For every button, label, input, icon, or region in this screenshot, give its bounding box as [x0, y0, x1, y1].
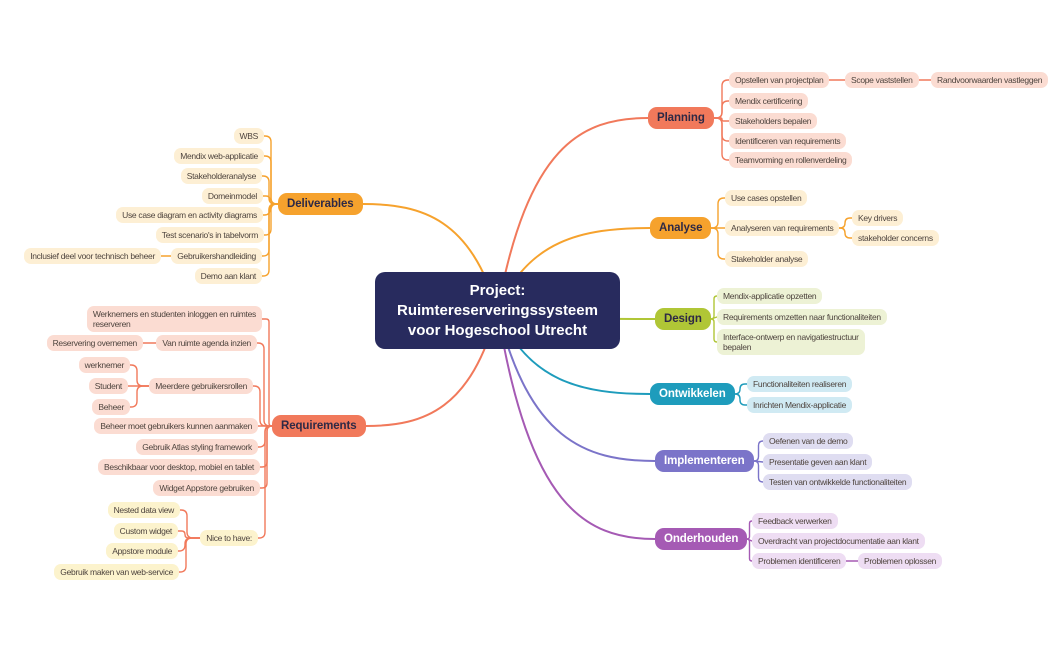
node-identificeren-van-requirements[interactable]: Identificeren van requirements	[729, 133, 847, 150]
node-problemen-identificeren[interactable]: Problemen identificeren	[752, 553, 847, 570]
connector	[713, 117, 730, 161]
node-functionaliteiten-realiseren[interactable]: Functionaliteiten realiseren	[747, 376, 853, 393]
node-analyseren-van-requirements[interactable]: Analyseren van requirements	[725, 220, 840, 237]
connector	[263, 155, 279, 205]
node-stakeholder-concerns[interactable]: stakeholder concerns	[852, 230, 939, 247]
node-nice-to-have[interactable]: Nice to have:	[200, 530, 258, 547]
connector	[734, 393, 748, 406]
node-scope-vaststellen[interactable]: Scope vaststellen	[845, 72, 919, 89]
node-opstellen-van-projectplan[interactable]: Opstellen van projectplan	[729, 72, 830, 89]
connector	[746, 538, 753, 562]
node-stakeholder-analyse[interactable]: Stakeholder analyse	[725, 251, 809, 268]
node-widget-appstore-gebruiken[interactable]: Widget Appstore gebruiken	[153, 480, 260, 497]
node-nested-data-view[interactable]: Nested data view	[107, 502, 180, 519]
branch-onderhouden[interactable]: Onderhouden	[655, 528, 748, 550]
node-meerdere-gebruikersrollen[interactable]: Meerdere gebruikersrollen	[149, 378, 253, 395]
node-beheer-gebruikers-aanmaken[interactable]: Beheer moet gebruikers kunnen aanmaken	[94, 418, 258, 435]
connector	[496, 309, 656, 462]
node-use-case-diagram[interactable]: Use case diagram en activity diagrams	[116, 207, 263, 224]
node-inclusief-technisch-beheer[interactable]: Inclusief deel voor technisch beheer	[24, 248, 161, 265]
connector	[753, 460, 764, 483]
connector	[177, 537, 201, 552]
node-problemen-oplossen[interactable]: Problemen oplossen	[858, 553, 943, 570]
node-use-cases-opstellen[interactable]: Use cases opstellen	[725, 190, 808, 207]
node-requirements-omzetten[interactable]: Requirements omzetten naar functionalite…	[717, 309, 887, 326]
connector	[261, 203, 279, 277]
branch-design[interactable]: Design	[655, 308, 711, 330]
node-mendix-applicatie-opzetten[interactable]: Mendix-applicatie opzetten	[717, 288, 823, 305]
connector	[710, 197, 726, 229]
node-appstore-module[interactable]: Appstore module	[106, 543, 178, 560]
node-inrichten-mendix-applicatie[interactable]: Inrichten Mendix-applicatie	[747, 397, 853, 414]
connector	[129, 385, 150, 408]
connector	[178, 537, 201, 573]
node-feedback-verwerken[interactable]: Feedback verwerken	[752, 513, 838, 530]
branch-implementeren[interactable]: Implementeren	[655, 450, 754, 472]
node-wbs[interactable]: WBS	[233, 128, 264, 145]
node-reservering-overnemen[interactable]: Reservering overnemen	[46, 335, 143, 352]
branch-ontwikkelen[interactable]: Ontwikkelen	[650, 383, 735, 405]
node-mendix-certificering[interactable]: Mendix certificering	[729, 93, 809, 110]
node-teamvorming-en-rollenverdeling[interactable]: Teamvorming en rollenverdeling	[729, 152, 853, 169]
branch-requirements[interactable]: Requirements	[272, 415, 366, 437]
node-test-scenarios[interactable]: Test scenario's in tabelvorm	[155, 227, 264, 244]
node-demo-aan-klant[interactable]: Demo aan klant	[194, 268, 262, 285]
connector	[838, 217, 853, 229]
node-presentatie-geven-aan-klant[interactable]: Presentatie geven aan klant	[763, 454, 873, 471]
node-domeinmodel[interactable]: Domeinmodel	[201, 188, 263, 205]
connector	[753, 440, 764, 462]
connector	[263, 203, 279, 236]
branch-deliverables[interactable]: Deliverables	[278, 193, 363, 215]
connector	[257, 425, 273, 539]
node-interface-ontwerp[interactable]: Interface-ontwerp en navigatiestructuur …	[717, 329, 865, 356]
node-werknemer[interactable]: werknemer	[78, 357, 130, 374]
central-topic[interactable]: Project: Ruimtereserveringssysteem voor …	[375, 272, 620, 350]
connector	[129, 364, 150, 387]
connector	[713, 117, 730, 122]
node-stakeholderanalyse[interactable]: Stakeholderanalyse	[180, 168, 262, 185]
connector	[838, 227, 853, 239]
node-gebruikershandleiding[interactable]: Gebruikershandleiding	[171, 248, 262, 265]
connector	[710, 318, 718, 343]
branch-planning[interactable]: Planning	[648, 107, 714, 129]
connector	[259, 425, 273, 489]
node-gebruik-web-service[interactable]: Gebruik maken van web-service	[54, 564, 179, 581]
connector	[179, 509, 201, 539]
node-atlas-styling-framework[interactable]: Gebruik Atlas styling framework	[136, 439, 258, 456]
node-custom-widget[interactable]: Custom widget	[113, 523, 178, 540]
node-van-ruimte-agenda-inzien[interactable]: Van ruimte agenda inzien	[156, 335, 257, 352]
node-key-drivers[interactable]: Key drivers	[852, 210, 904, 227]
connector	[496, 117, 649, 312]
connector	[710, 227, 726, 260]
connector	[177, 530, 201, 539]
node-inloggen-en-reserveren[interactable]: Werknemers en studenten inloggen en ruim…	[86, 306, 262, 333]
connector	[496, 309, 656, 540]
node-beheer[interactable]: Beheer	[92, 399, 130, 416]
node-mendix-web-applicatie[interactable]: Mendix web-applicatie	[174, 148, 264, 165]
branch-analyse[interactable]: Analyse	[650, 217, 712, 239]
node-testen-van-functionaliteiten[interactable]: Testen van ontwikkelde functionaliteiten	[763, 474, 913, 491]
connector	[256, 342, 273, 427]
node-overdracht-projectdocumentatie[interactable]: Overdracht van projectdocumentatie aan k…	[752, 533, 925, 550]
node-oefenen-van-de-demo[interactable]: Oefenen van de demo	[763, 433, 854, 450]
node-student[interactable]: Student	[88, 378, 128, 395]
node-beschikbaar-desktop-mobiel-tablet[interactable]: Beschikbaar voor desktop, mobiel en tabl…	[98, 459, 260, 476]
node-randvoorwaarden-vastleggen[interactable]: Randvoorwaarden vastleggen	[931, 72, 1049, 89]
connector	[734, 383, 748, 395]
node-stakeholders-bepalen[interactable]: Stakeholders bepalen	[729, 113, 818, 130]
